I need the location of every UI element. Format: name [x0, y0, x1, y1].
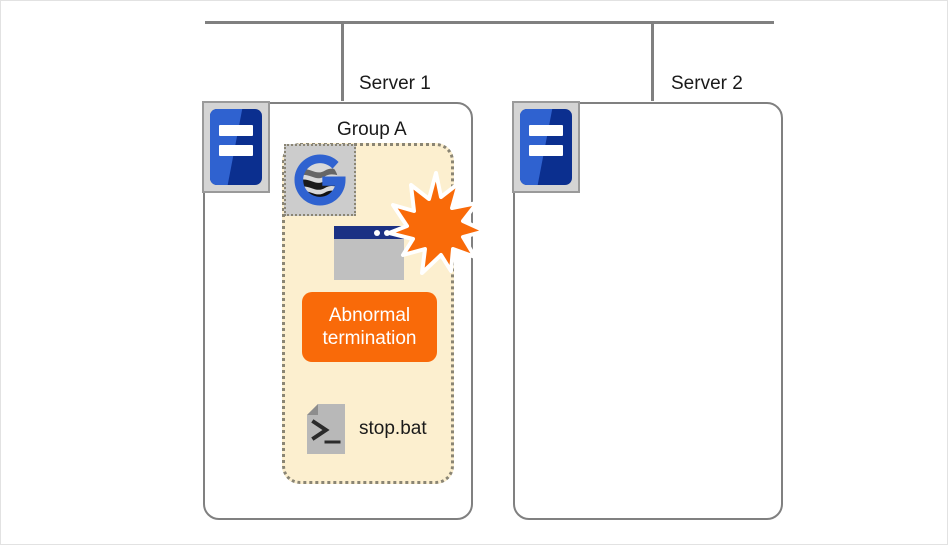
- server-slot-bar: [529, 145, 563, 156]
- status-badge-line2: termination: [322, 328, 417, 349]
- server-1-icon: [202, 101, 270, 193]
- server-slot-bar: [219, 145, 253, 156]
- app-logo-g-glyph: [294, 154, 346, 206]
- status-badge-line1: Abnormal: [328, 305, 411, 326]
- app-logo-g-icon[interactable]: [284, 144, 356, 216]
- server-1-label: Server 1: [359, 73, 431, 94]
- server-2-label: Server 2: [671, 73, 743, 94]
- server-2-icon: [512, 101, 580, 193]
- script-file-row[interactable]: stop.bat: [307, 404, 427, 454]
- server-chassis-icon: [210, 109, 262, 185]
- window-titlebar: [334, 226, 404, 239]
- bus-drop-server-1: [341, 21, 344, 101]
- server-chassis-icon: [520, 109, 572, 185]
- window-dot-icon: [394, 229, 400, 236]
- bus-drop-server-2: [651, 21, 654, 101]
- server-slot-bar: [219, 125, 253, 136]
- bus-horizontal-line: [205, 21, 774, 24]
- server-slot-bar: [529, 125, 563, 136]
- status-badge-abnormal-termination[interactable]: Abnormal termination: [302, 292, 437, 362]
- group-a-label: Group A: [337, 119, 407, 140]
- script-file-label: stop.bat: [359, 418, 427, 439]
- window-dot-icon: [374, 229, 380, 236]
- window-dot-icon: [384, 229, 390, 236]
- application-window-icon[interactable]: [334, 226, 404, 280]
- batch-file-icon: [307, 404, 345, 454]
- batch-file-glyph: [307, 404, 345, 454]
